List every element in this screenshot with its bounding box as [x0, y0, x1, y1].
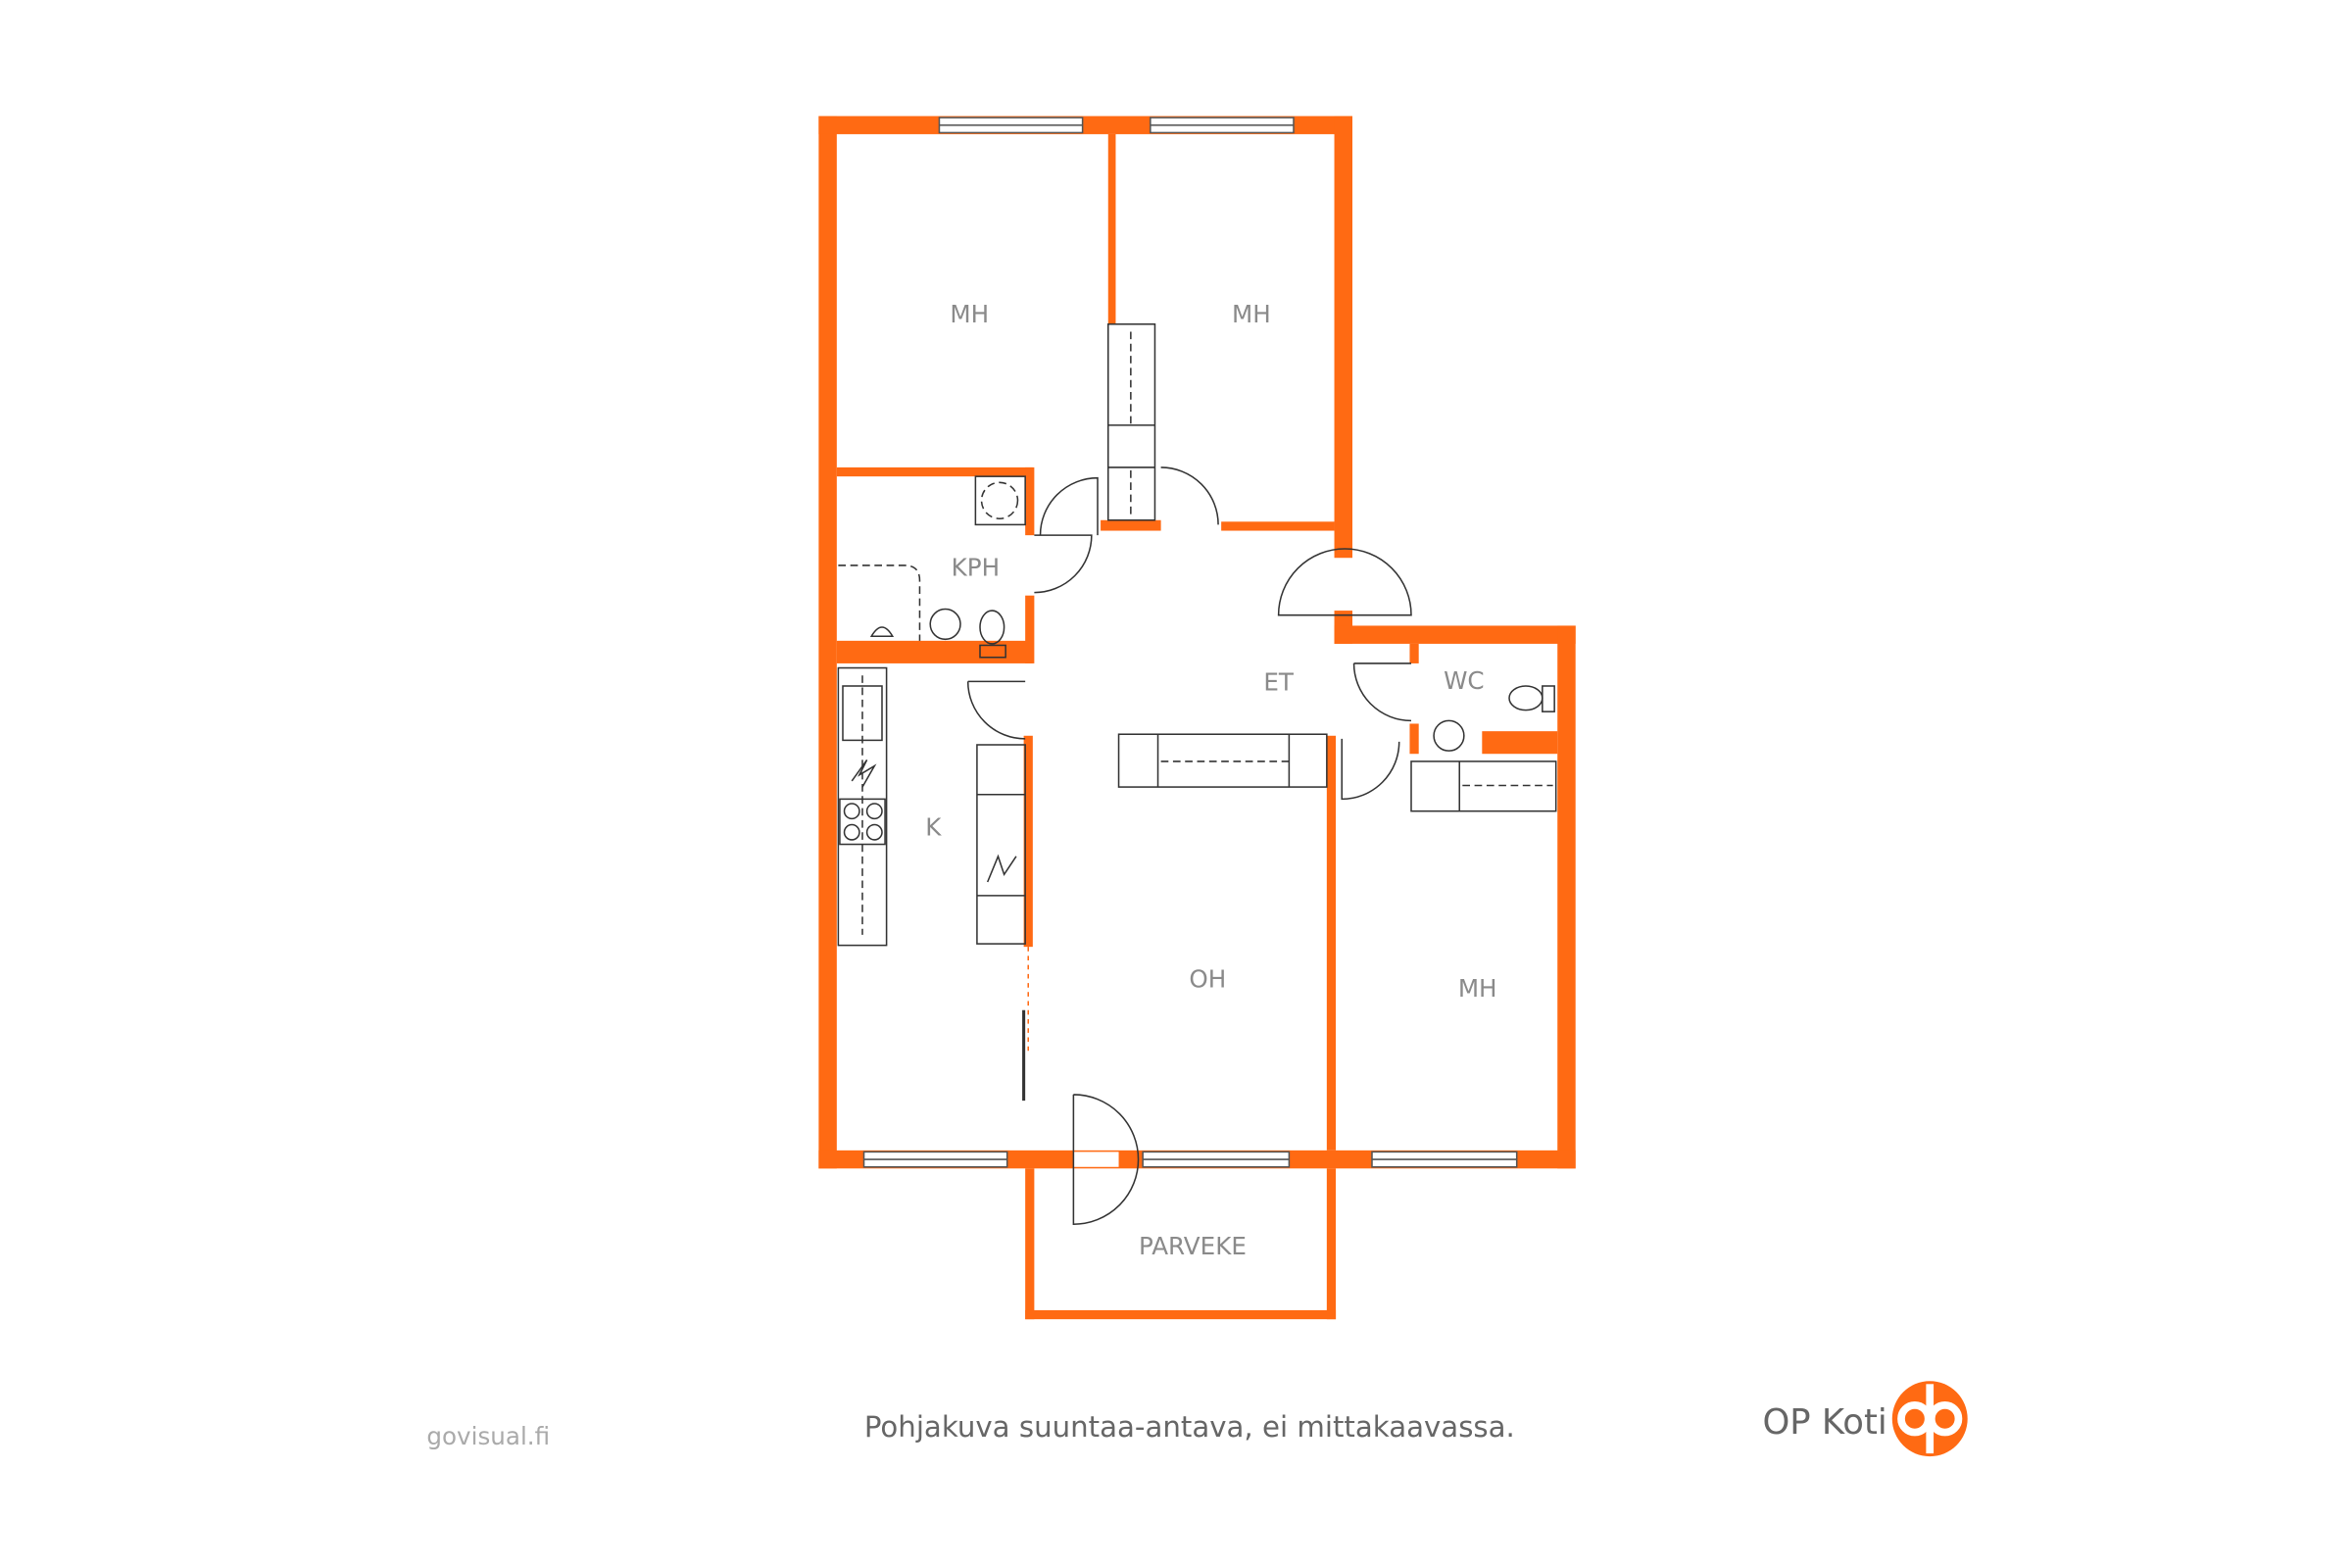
room-label-oh: OH — [1189, 965, 1226, 994]
room-labels: MH MH KPH ET WC K OH MH PARVEKE — [925, 300, 1496, 1260]
walls — [818, 116, 1576, 1320]
disclaimer-text: Pohjakuva suuntaa-antava, ei mittakaavas… — [864, 1410, 1515, 1444]
furniture — [837, 323, 1557, 947]
room-label-mh: MH — [950, 300, 989, 328]
room-label-parveke: PARVEKE — [1139, 1232, 1247, 1260]
room-label-mh: MH — [1232, 300, 1271, 328]
windows — [862, 117, 1518, 1168]
brand-name: OP Koti — [1762, 1402, 1886, 1443]
op-logo-icon — [1891, 1381, 1968, 1457]
doors — [966, 466, 1412, 1226]
room-label-k: K — [925, 812, 942, 841]
room-label-kph: KPH — [952, 554, 1000, 582]
credit-text: govisual.fi — [426, 1422, 550, 1450]
room-label-mh: MH — [1458, 974, 1497, 1003]
room-label-et: ET — [1263, 668, 1295, 697]
room-label-wc: WC — [1444, 666, 1485, 695]
